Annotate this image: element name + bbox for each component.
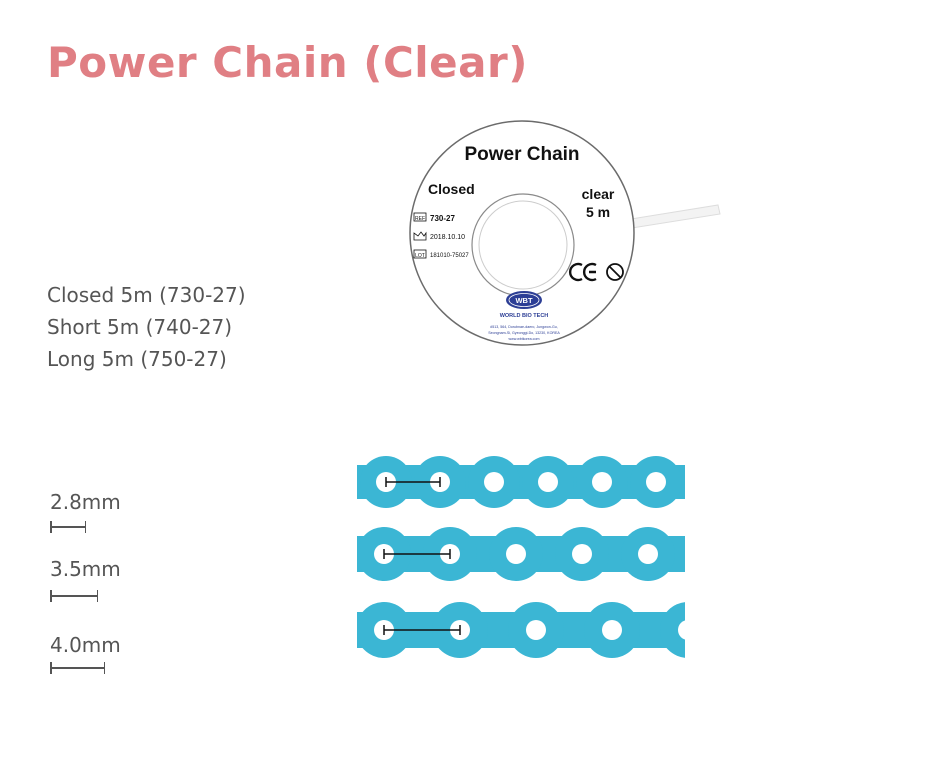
variant-list: Closed 5m (730-27) Short 5m (740-27) Lon… (47, 279, 246, 375)
manufacture-date-icon (413, 231, 427, 241)
chain-hole (592, 472, 612, 492)
spool-date: 2018.10.10 (430, 234, 465, 241)
svg-text:WBT: WBT (515, 296, 532, 305)
ref-symbol-icon (413, 212, 427, 222)
wbt-logo: WBT (506, 291, 542, 309)
variant-short: Short 5m (740-27) (47, 315, 233, 339)
lot-symbol-icon (413, 249, 427, 259)
chain-hole (638, 544, 658, 564)
scale-bar-4-0 (50, 662, 105, 674)
spool-product-name: Power Chain (464, 144, 579, 165)
size-label-4-0: 4.0mm (50, 633, 121, 657)
chain-hole (526, 620, 546, 640)
spool-website: www.wbtkorea.com (509, 337, 540, 341)
measure-marker-chain-3-5 (383, 549, 451, 559)
measure-marker-chain-4-0 (383, 625, 461, 635)
scale-bar-3-5 (50, 590, 98, 602)
spool-brand: WORLD BIO TECH (500, 313, 549, 319)
size-label-3-5: 3.5mm (50, 557, 121, 581)
ref-badge: REF (415, 216, 425, 222)
chain-link (684, 474, 685, 490)
do-not-reuse-icon (606, 263, 624, 281)
spool-type: Closed (428, 181, 475, 197)
chain-hole (602, 620, 622, 640)
page-title: Power Chain (Clear) (47, 38, 528, 87)
size-label-2-8: 2.8mm (50, 490, 121, 514)
spool-ref: 730-27 (430, 214, 455, 223)
variant-closed: Closed 5m (730-27) (47, 283, 246, 307)
chain-link (687, 527, 695, 581)
measure-marker-chain-2-8 (385, 477, 441, 487)
chain-hole (572, 544, 592, 564)
chain-hole (484, 472, 504, 492)
chain-link (660, 602, 685, 658)
variant-long: Long 5m (750-27) (47, 347, 227, 371)
scale-bar-2-8 (50, 521, 86, 533)
chain-hole (506, 544, 526, 564)
spool-address-2: Seongnam-Si, Gyeonggi-Do, 13230, KOREA (488, 331, 560, 335)
chain-hole (678, 620, 685, 640)
lot-badge: LOT (415, 253, 425, 259)
spool-image: Power Chain Closed clear 5 m REF 730-27 … (409, 120, 721, 346)
spool-color: clear (582, 186, 615, 202)
spool-address-1: #513, 564, Dorubnae-daero, Jungwon-Gu, (490, 325, 558, 329)
spool-hub-inner (478, 200, 568, 290)
chain-hole (646, 472, 666, 492)
spool-lot: 181010-75027 (430, 253, 469, 259)
ce-mark-icon (569, 262, 597, 282)
chain-hole (538, 472, 558, 492)
chain-illustrations (357, 456, 695, 658)
spool-length: 5 m (586, 204, 610, 220)
